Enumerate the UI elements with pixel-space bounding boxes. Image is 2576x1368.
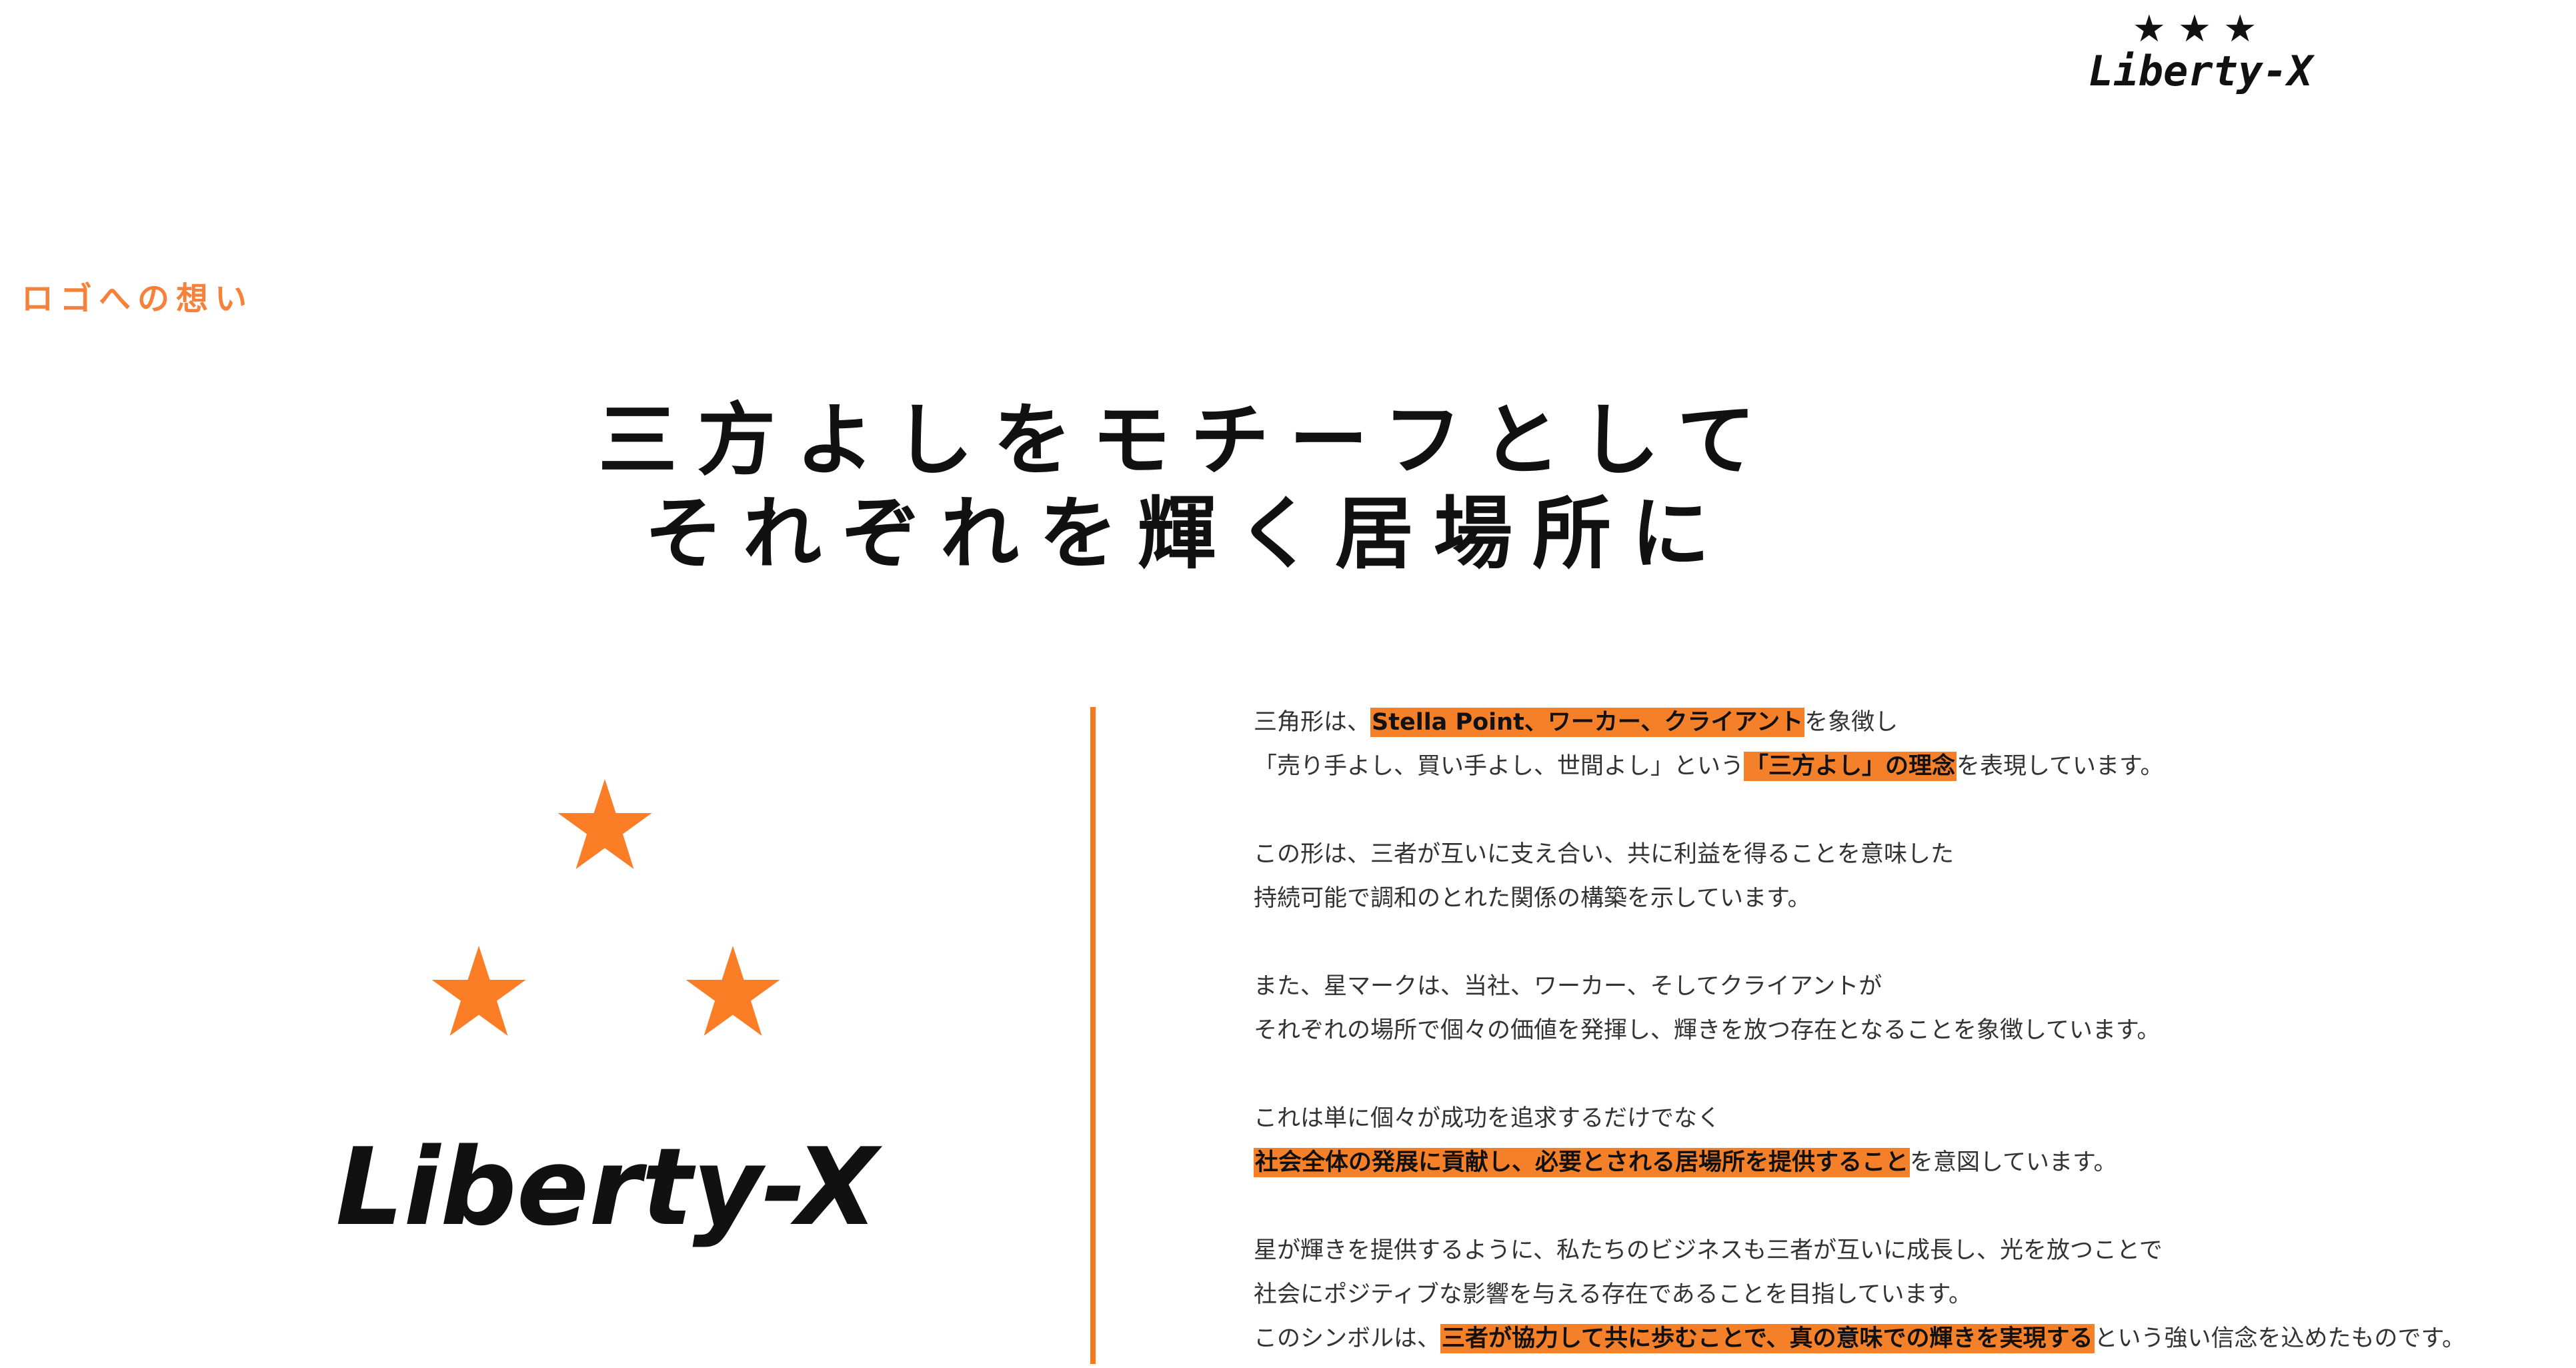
body-line: これは単に個々が成功を追求するだけでなく <box>1254 1105 1721 1132</box>
section-label: ロゴへの想い <box>21 280 254 317</box>
body-line: 三角形は、Stella Point、ワーカー、クライアントを象徴し <box>1254 700 2561 744</box>
text-span: 三角形は、 <box>1254 709 1371 736</box>
highlight-span: 「三方よし」の理念 <box>1744 752 1957 781</box>
paragraph-gap <box>1254 920 2561 964</box>
headline-line-1: 三方よしをモチーフとして <box>598 394 1776 486</box>
highlight-span: 社会全体の発展に貢献し、必要とされる居場所を提供すること <box>1254 1148 1910 1177</box>
paragraph-gap <box>1254 1185 2561 1229</box>
text-span: 「売り手よし、買い手よし、世間よし」という <box>1254 753 1744 780</box>
header-brand-name: Liberty-X <box>2089 47 2313 95</box>
paragraph-gap <box>1254 1053 2561 1097</box>
body-line: 社会にポジティブな影響を与える存在であることを目指しています。 <box>1254 1281 1972 1308</box>
body-line: 星が輝きを提供するように、私たちのビジネスも三者が互いに成長し、光を放つことで <box>1254 1237 2163 1264</box>
logo-star-left-icon <box>431 946 526 1036</box>
logo-star-top-icon <box>557 779 652 869</box>
highlight-span: 三者が協力して共に歩むことで、真の意味での輝きを実現する <box>1440 1324 2095 1353</box>
text-span: を意図しています。 <box>1910 1149 2117 1176</box>
body-line: それぞれの場所で個々の価値を発揮し、輝きを放つ存在となることを象徴しています。 <box>1254 1017 2161 1044</box>
body-line: 社会全体の発展に貢献し、必要とされる居場所を提供することを意図しています。 <box>1254 1141 2561 1185</box>
header-stars-icon: ★★★ <box>2132 7 2269 51</box>
highlight-span: Stella Point、ワーカー、クライアント <box>1370 708 1805 737</box>
text-span: このシンボルは、 <box>1254 1325 1441 1352</box>
headline-line-2: それぞれを輝く居場所に <box>643 488 1730 580</box>
text-span: という強い信念を込めたものです。 <box>2094 1325 2466 1352</box>
body-line: 持続可能で調和のとれた関係の構築を示しています。 <box>1254 885 1811 912</box>
header-logo[interactable]: ★★★ Liberty-X <box>2087 9 2314 96</box>
body-line: 「売り手よし、買い手よし、世間よし」という「三方よし」の理念を表現しています。 <box>1254 744 2561 788</box>
text-span: を表現しています。 <box>1957 753 2164 780</box>
logo-brand-name: Liberty-X <box>335 1125 878 1249</box>
body-line: この形は、三者が互いに支え合い、共に利益を得ることを意味した <box>1254 841 1955 868</box>
body-line: このシンボルは、三者が協力して共に歩むことで、真の意味での輝きを実現するという強… <box>1254 1317 2561 1361</box>
paragraph-gap <box>1254 788 2561 832</box>
text-span: を象徴し <box>1804 709 1898 736</box>
logo-star-right-icon <box>686 946 780 1036</box>
headline: 三方よしをモチーフとして それぞれを輝く居場所に <box>0 394 2374 580</box>
body-line: また、星マークは、当社、ワーカー、そしてクライアントが <box>1254 973 1882 1000</box>
body-text: 三角形は、Stella Point、ワーカー、クライアントを象徴し 「売り手よし… <box>1254 700 2561 1361</box>
vertical-divider <box>1090 707 1096 1364</box>
